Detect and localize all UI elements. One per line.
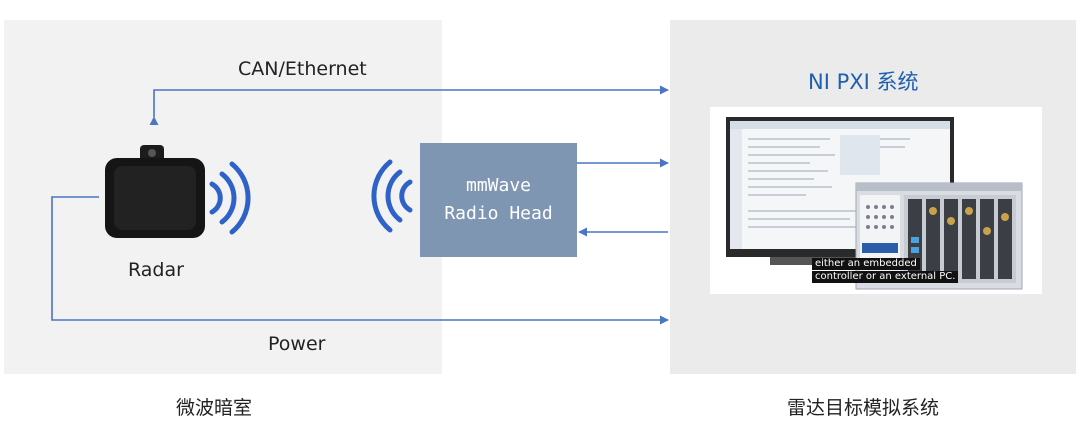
anechoic-chamber-label: 微波暗室 [176, 397, 253, 419]
radio-head-wave-icon [371, 159, 413, 233]
power-line [51, 196, 669, 325]
can-ethernet-line [149, 85, 669, 126]
radar-device-icon [105, 145, 205, 238]
ni-pxi-title: NI PXI 系统 [808, 70, 919, 94]
radio-head-label-line1: mmWave [465, 175, 532, 196]
radar-target-sim-label: 雷达目标模拟系统 [787, 397, 940, 419]
mmwave-radio-head-box: mmWave Radio Head [420, 143, 577, 257]
can-ethernet-label: CAN/Ethernet [238, 58, 367, 80]
photo-caption-line1: either an embedded [812, 258, 920, 270]
photo-caption-line2: controller or an external PC. [812, 271, 959, 283]
power-label: Power [268, 333, 326, 355]
pxi-system-photo: either an embedded controller or an exte… [710, 107, 1042, 294]
radar-wave-icon [209, 161, 251, 235]
radio-head-label-line2: Radio Head [444, 203, 553, 224]
radar-label: Radar [128, 259, 184, 281]
